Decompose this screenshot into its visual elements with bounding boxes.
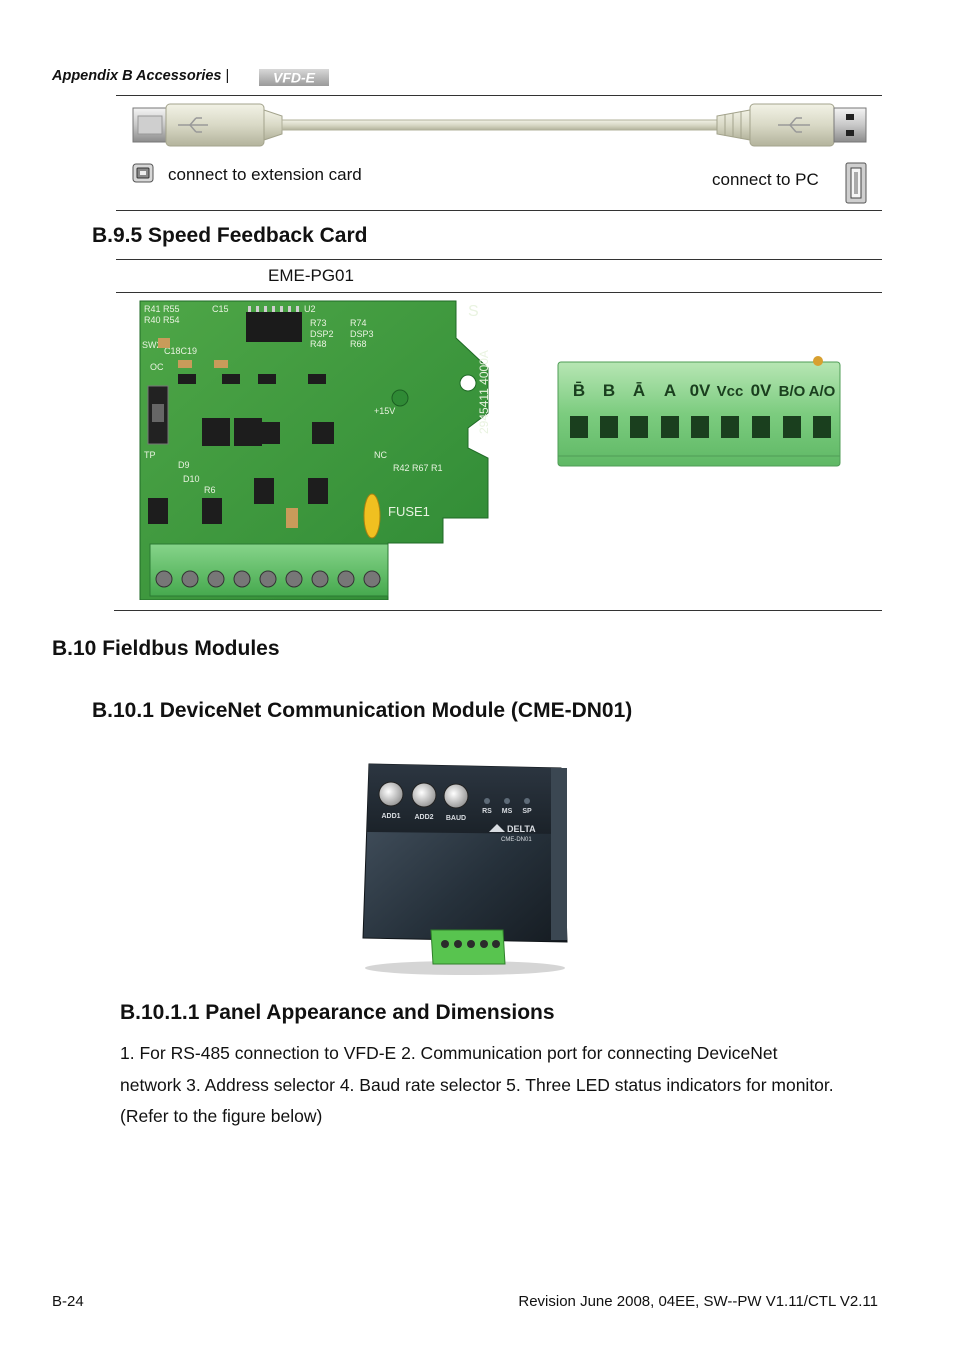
module-model: CME-DN01 (501, 837, 532, 843)
svg-text:SW2: SW2 (142, 340, 162, 350)
terminal-block-image: B̄ B Ā A 0V Vcc 0V B/O A/O (557, 356, 841, 467)
model-label: EME-PG01 (268, 266, 354, 285)
header-separator: | (225, 68, 230, 84)
divider (116, 292, 882, 293)
led-label: RS (482, 808, 492, 815)
usb-left-label: connect to extension card (168, 165, 362, 184)
svg-text:2945411 4000A: 2945411 4000A (477, 350, 490, 434)
svg-text:C15: C15 (212, 304, 229, 314)
logo-text: VFD-E (273, 70, 316, 86)
usb-right-label: connect to PC (712, 170, 819, 189)
svg-text:C18C19: C18C19 (164, 346, 197, 356)
svg-text:OC: OC (150, 362, 164, 372)
terminal-label: B/O (779, 383, 806, 400)
section-heading-speed-feedback: B.9.5 Speed Feedback Card (92, 224, 368, 247)
svg-text:R41 R55: R41 R55 (144, 304, 180, 314)
svg-text:+15V: +15V (374, 406, 395, 416)
terminal-label: B̄ (573, 381, 585, 400)
svg-text:R73: R73 (310, 318, 327, 328)
divider (114, 610, 882, 611)
delta-logo-icon (489, 824, 505, 832)
led-label: MS (502, 808, 513, 815)
svg-text:D9: D9 (178, 460, 190, 470)
section-heading-fieldbus: B.10 Fieldbus Modules (52, 637, 280, 660)
terminal-label: 0V (751, 381, 772, 400)
terminal-label: 0V (690, 381, 711, 400)
terminal-label: Vcc (717, 383, 744, 400)
page-number: B-24 (52, 1293, 84, 1310)
led-label: SP (522, 808, 532, 815)
section-heading-devicenet: B.10.1 DeviceNet Communication Module (C… (92, 699, 633, 722)
dial-label: BAUD (446, 815, 466, 822)
usb-b-port-icon (132, 163, 154, 183)
svg-text:S: S (468, 303, 479, 320)
usb-a-port-icon (845, 162, 867, 204)
panel-description-line: network 3. Address selector 4. Baud rate… (120, 1074, 834, 1095)
usb-cable-image (132, 103, 867, 147)
svg-text:R42 R67 R1: R42 R67 R1 (393, 463, 443, 473)
panel-description-line: 1. For RS-485 connection to VFD-E 2. Com… (120, 1043, 778, 1063)
svg-text:U2: U2 (304, 304, 316, 314)
vfd-e-logo: VFD-E (259, 69, 329, 86)
running-header: Appendix B Accessories| (52, 68, 229, 84)
terminal-label: Ā (633, 381, 645, 400)
section-heading-panel: B.10.1.1 Panel Appearance and Dimensions (120, 1001, 555, 1024)
header-section: Appendix B Accessories (52, 68, 222, 84)
svg-text:TP: TP (144, 450, 156, 460)
svg-text:FUSE1: FUSE1 (388, 504, 430, 519)
svg-text:R74: R74 (350, 318, 367, 328)
dial-label: ADD1 (381, 813, 400, 820)
svg-text:D10: D10 (183, 474, 200, 484)
svg-text:R6: R6 (204, 485, 216, 495)
terminal-label: A (664, 381, 676, 400)
svg-text:R40 R54: R40 R54 (144, 315, 180, 325)
terminal-label: A/O (809, 383, 836, 400)
dial-label: ADD2 (414, 814, 433, 821)
panel-description: 1. For RS-485 connection to VFD-E 2. Com… (120, 1038, 890, 1133)
svg-text:DSP3: DSP3 (350, 329, 374, 339)
divider (116, 95, 882, 96)
terminal-label: B (603, 381, 615, 400)
svg-text:NC: NC (374, 450, 387, 460)
module-brand: DELTA (507, 824, 536, 834)
panel-description-line: (Refer to the figure below) (120, 1106, 323, 1126)
svg-text:R68: R68 (350, 339, 367, 349)
divider (116, 259, 882, 260)
svg-text:DSP2: DSP2 (310, 329, 334, 339)
svg-text:R48: R48 (310, 339, 327, 349)
revision-info: Revision June 2008, 04EE, SW--PW V1.11/C… (518, 1293, 878, 1310)
devicenet-module-image: ADD1 ADD2 BAUD RS MS SP DELTA CME-DN01 (362, 763, 568, 975)
divider (116, 210, 882, 211)
